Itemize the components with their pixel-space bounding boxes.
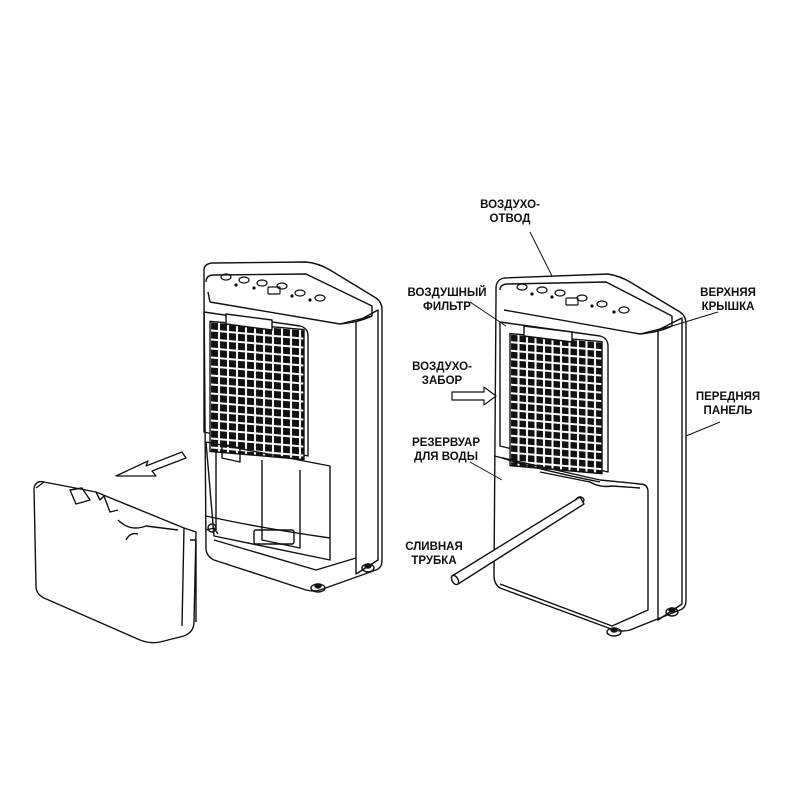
label-front-panel: ПЕРЕДНЯЯ ПАНЕЛЬ <box>688 390 768 418</box>
right-intake-grill <box>509 332 603 475</box>
left-intake-grill <box>209 320 305 461</box>
right-body-outline <box>493 273 687 632</box>
leader-front-panel <box>685 421 721 437</box>
right-control-buttons <box>516 283 630 314</box>
label-drain-tube-line1: СЛИВНАЯ <box>405 541 463 553</box>
label-front-panel-line2: ПАНЕЛЬ <box>703 405 753 417</box>
label-drain-tube: СЛИВНАЯ ТРУБКА <box>396 540 472 568</box>
leader-water-tank <box>469 461 503 481</box>
right-unit <box>493 273 687 637</box>
drain-tube <box>450 496 585 586</box>
removal-arrow-icon <box>115 451 187 477</box>
label-air-outlet: ВОЗДУХО- ОТВОД <box>476 198 544 226</box>
leader-air-filter <box>469 301 507 327</box>
label-air-outlet-line1: ВОЗДУХО- <box>480 199 540 211</box>
left-body-outline <box>203 261 383 592</box>
label-top-cover-line2: КРЫШКА <box>701 301 755 313</box>
label-water-tank: РЕЗЕРВУАР ДЛЯ ВОДЫ <box>404 436 488 464</box>
leader-air-outlet <box>529 231 553 277</box>
label-front-panel-line1: ПЕРЕДНЯЯ <box>695 391 761 403</box>
leader-top-cover <box>671 311 719 327</box>
leader-lines <box>469 231 721 481</box>
label-top-cover-line1: ВЕРХНЯЯ <box>700 287 756 299</box>
left-wheels <box>310 563 375 593</box>
label-air-filter: ВОЗДУШНЫЙ ФИЛЬТР <box>402 286 492 314</box>
right-wheels <box>606 607 679 637</box>
label-water-tank-line1: РЕЗЕРВУАР <box>411 437 481 449</box>
label-air-intake: ВОЗДУХО- ЗАБОР <box>404 360 480 388</box>
label-water-tank-line2: ДЛЯ ВОДЫ <box>414 451 478 463</box>
label-top-cover: ВЕРХНЯЯ КРЫШКА <box>688 286 768 314</box>
label-air-filter-line2: ФИЛЬТР <box>423 301 471 313</box>
label-air-intake-line2: ЗАБОР <box>421 375 463 387</box>
left-control-buttons <box>220 273 326 302</box>
label-air-filter-line1: ВОЗДУШНЫЙ <box>407 287 487 299</box>
air-intake-arrow-icon <box>451 386 497 406</box>
label-drain-tube-line2: ТРУБКА <box>411 555 457 567</box>
label-air-intake-line1: ВОЗДУХО- <box>412 361 472 373</box>
left-unit <box>203 261 383 593</box>
label-air-outlet-line2: ОТВОД <box>489 213 531 225</box>
removed-water-tank <box>33 480 197 644</box>
